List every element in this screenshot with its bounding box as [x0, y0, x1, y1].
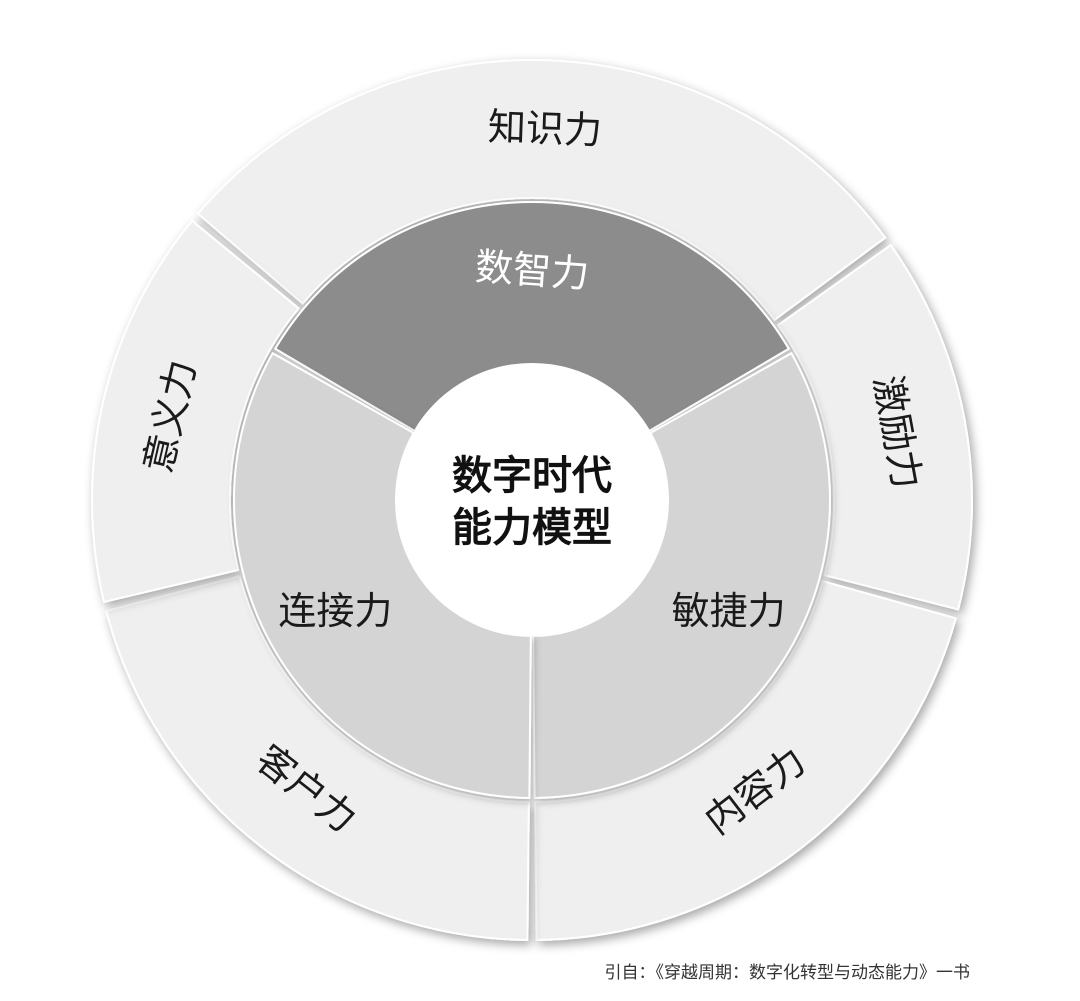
outer-ring	[91, 59, 973, 941]
inner-label-minjie: 敏捷力	[672, 589, 786, 633]
center-hub: 数字时代 能力模型	[396, 364, 668, 636]
source-caption: 引自：《穿越周期：数字化转型与动态能力》一书	[604, 963, 971, 983]
center-circle	[396, 364, 668, 636]
center-title-line1: 数字时代	[452, 453, 612, 499]
outer-segment-kehu	[104, 574, 530, 941]
inner-ring	[233, 200, 831, 799]
outer-segment-zhishi	[196, 59, 887, 322]
outer-segment-jili	[776, 243, 973, 611]
inner-label-shuzhi: 数智力	[474, 245, 591, 297]
inner-label-lianjie: 连接力	[278, 589, 392, 633]
outer-segment-yiyi	[91, 219, 301, 604]
outer-label-zhishi: 知识力	[487, 105, 602, 153]
outer-segment-neirong	[534, 579, 958, 941]
center-title-line2: 能力模型	[452, 505, 612, 551]
